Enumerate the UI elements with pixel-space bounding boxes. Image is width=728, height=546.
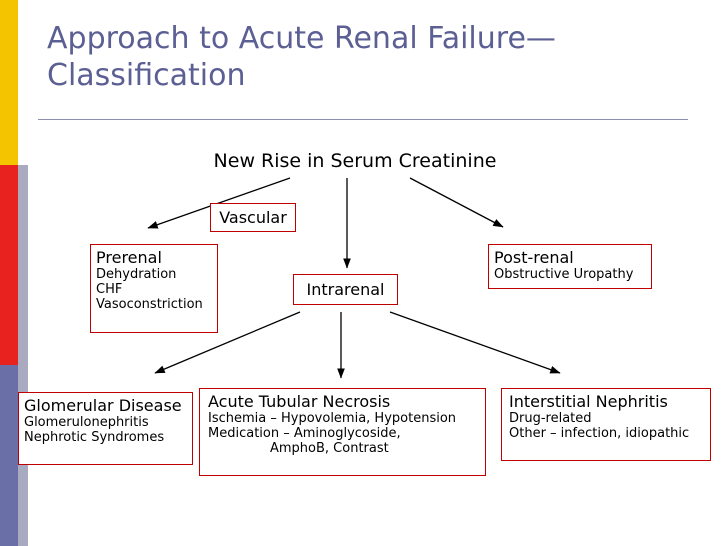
node-vascular-title: Vascular xyxy=(219,208,287,227)
node-glomerular-disease[interactable]: Glomerular Disease Glomerulonephritis Ne… xyxy=(18,392,193,465)
decorative-bar-white xyxy=(18,0,28,165)
node-intrarenal-title: Intrarenal xyxy=(306,280,385,299)
node-prerenal-line-3: Vasoconstriction xyxy=(96,297,203,312)
node-vascular[interactable]: Vascular xyxy=(210,203,296,232)
node-postrenal-title: Post-renal xyxy=(494,248,574,267)
node-prerenal-line-1: Dehydration xyxy=(96,267,177,282)
node-interstitial-title: Interstitial Nephritis xyxy=(509,392,668,411)
node-prerenal[interactable]: Prerenal Dehydration CHF Vasoconstrictio… xyxy=(90,244,218,333)
page-title: Approach to Acute Renal Failure—Classifi… xyxy=(47,21,556,93)
node-interstitial-nephritis[interactable]: Interstitial Nephritis Drug-related Othe… xyxy=(501,388,711,461)
node-atn-line-3: AmphoB, Contrast xyxy=(270,441,389,456)
node-atn-line-1: Ischemia – Hypovolemia, Hypotension xyxy=(208,411,457,426)
node-atn-title: Acute Tubular Necrosis xyxy=(208,392,391,411)
node-acute-tubular-necrosis[interactable]: Acute Tubular Necrosis Ischemia – Hypovo… xyxy=(199,388,486,476)
node-interstitial-line-2: Other – infection, idiopathic xyxy=(509,426,690,441)
node-postrenal-line-1: Obstructive Uropathy xyxy=(494,267,634,282)
title-divider xyxy=(38,119,688,120)
decorative-bar-grey xyxy=(18,165,28,546)
node-glomerular-line-1: Glomerulonephritis xyxy=(24,415,149,430)
node-glomerular-title: Glomerular Disease xyxy=(24,396,182,415)
node-interstitial-line-1: Drug-related xyxy=(509,411,592,426)
node-postrenal[interactable]: Post-renal Obstructive Uropathy xyxy=(488,244,652,289)
node-intrarenal[interactable]: Intrarenal xyxy=(293,274,398,305)
decorative-bar-blue xyxy=(0,365,18,546)
node-prerenal-title: Prerenal xyxy=(96,248,162,267)
node-prerenal-line-2: CHF xyxy=(96,282,123,297)
decorative-bar-red xyxy=(0,165,18,365)
node-atn-line-2: Medication – Aminoglycoside, xyxy=(208,426,401,441)
node-new-rise-label: New Rise in Serum Creatinine xyxy=(190,150,520,172)
node-glomerular-line-2: Nephrotic Syndromes xyxy=(24,430,165,445)
decorative-bar-yellow xyxy=(0,0,18,165)
